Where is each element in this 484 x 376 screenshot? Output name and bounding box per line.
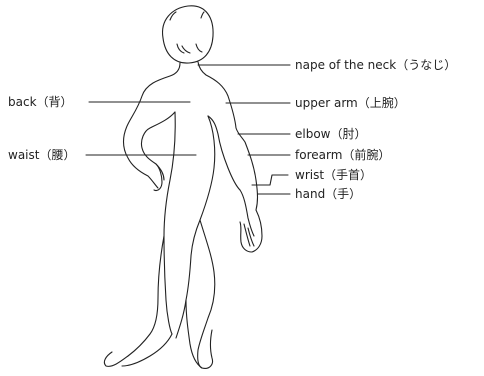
head-outline — [163, 6, 214, 63]
hair-strand — [201, 12, 204, 18]
right-forearm — [240, 190, 254, 236]
hair-strand — [196, 44, 202, 52]
neck-right — [198, 62, 258, 210]
left-leg-outer — [104, 236, 164, 366]
right-torso — [176, 116, 215, 338]
left-hand — [154, 164, 162, 191]
right-leg-inner — [186, 300, 202, 368]
left-torso — [164, 112, 175, 334]
label-wrist: wrist（手首） — [295, 168, 372, 182]
finger-line — [244, 224, 250, 246]
wrist-leader — [252, 175, 288, 185]
hair-strand — [182, 46, 190, 53]
right-hand — [240, 210, 262, 252]
label-elbow: elbow（肘） — [295, 127, 367, 141]
label-waist: waist（腰） — [8, 148, 75, 162]
right-leg-outer — [198, 220, 215, 368]
label-upper-arm: upper arm（上腕） — [295, 96, 406, 110]
left-leg-inner — [122, 334, 172, 366]
left-inner-arm — [141, 112, 175, 180]
label-nape: nape of the neck（うなじ） — [295, 58, 456, 72]
label-hand: hand（手） — [295, 187, 361, 201]
label-back: back（背） — [8, 95, 73, 109]
label-forearm: forearm（前腕） — [295, 148, 390, 162]
